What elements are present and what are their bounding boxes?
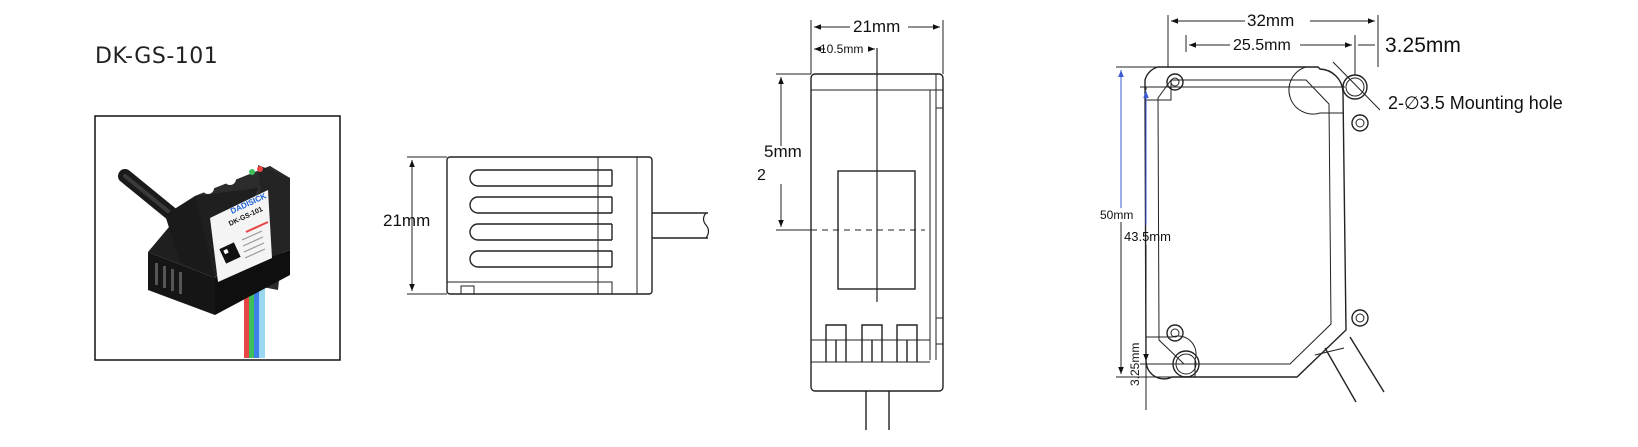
button-icon (224, 173, 236, 185)
rear-width-label: 32mm (1247, 11, 1294, 30)
front-width-label: 21mm (853, 17, 900, 36)
indicator-icon (249, 169, 255, 175)
mounting-hole-note: 2-∅3.5 Mounting hole (1388, 93, 1563, 113)
wire-green (249, 288, 254, 358)
rear-height-label: 50mm (1100, 208, 1133, 222)
front-offset-label: 10.5mm (820, 42, 863, 56)
product-photo: DADISICK DK-GS-101 (94, 115, 341, 361)
wire-blue (254, 288, 259, 358)
wire-bundle (244, 288, 265, 358)
wire-cyan (259, 288, 265, 358)
rear-hole-height-label: 43.5mm (1124, 229, 1171, 244)
button-icon (202, 182, 214, 194)
side-view (407, 156, 710, 295)
rear-hole-span-label: 25.5mm (1233, 37, 1291, 54)
rear-hole-offset-label: 3.25mm (1385, 34, 1461, 57)
sensor-body: DADISICK DK-GS-101 (148, 165, 290, 315)
qr-code-icon (219, 242, 241, 264)
front-view (776, 20, 944, 430)
front-depth-label: 5mm (764, 142, 802, 161)
rear-bottom-offset-label: 3.25mm (1128, 343, 1142, 386)
rear-view (1116, 15, 1385, 410)
wire-red (244, 288, 249, 358)
indicator-icon (257, 166, 263, 172)
front-depth-suffix: 2 (757, 167, 766, 184)
model-title: DK-GS-101 (95, 44, 219, 69)
side-height-label: 21mm (383, 211, 430, 230)
